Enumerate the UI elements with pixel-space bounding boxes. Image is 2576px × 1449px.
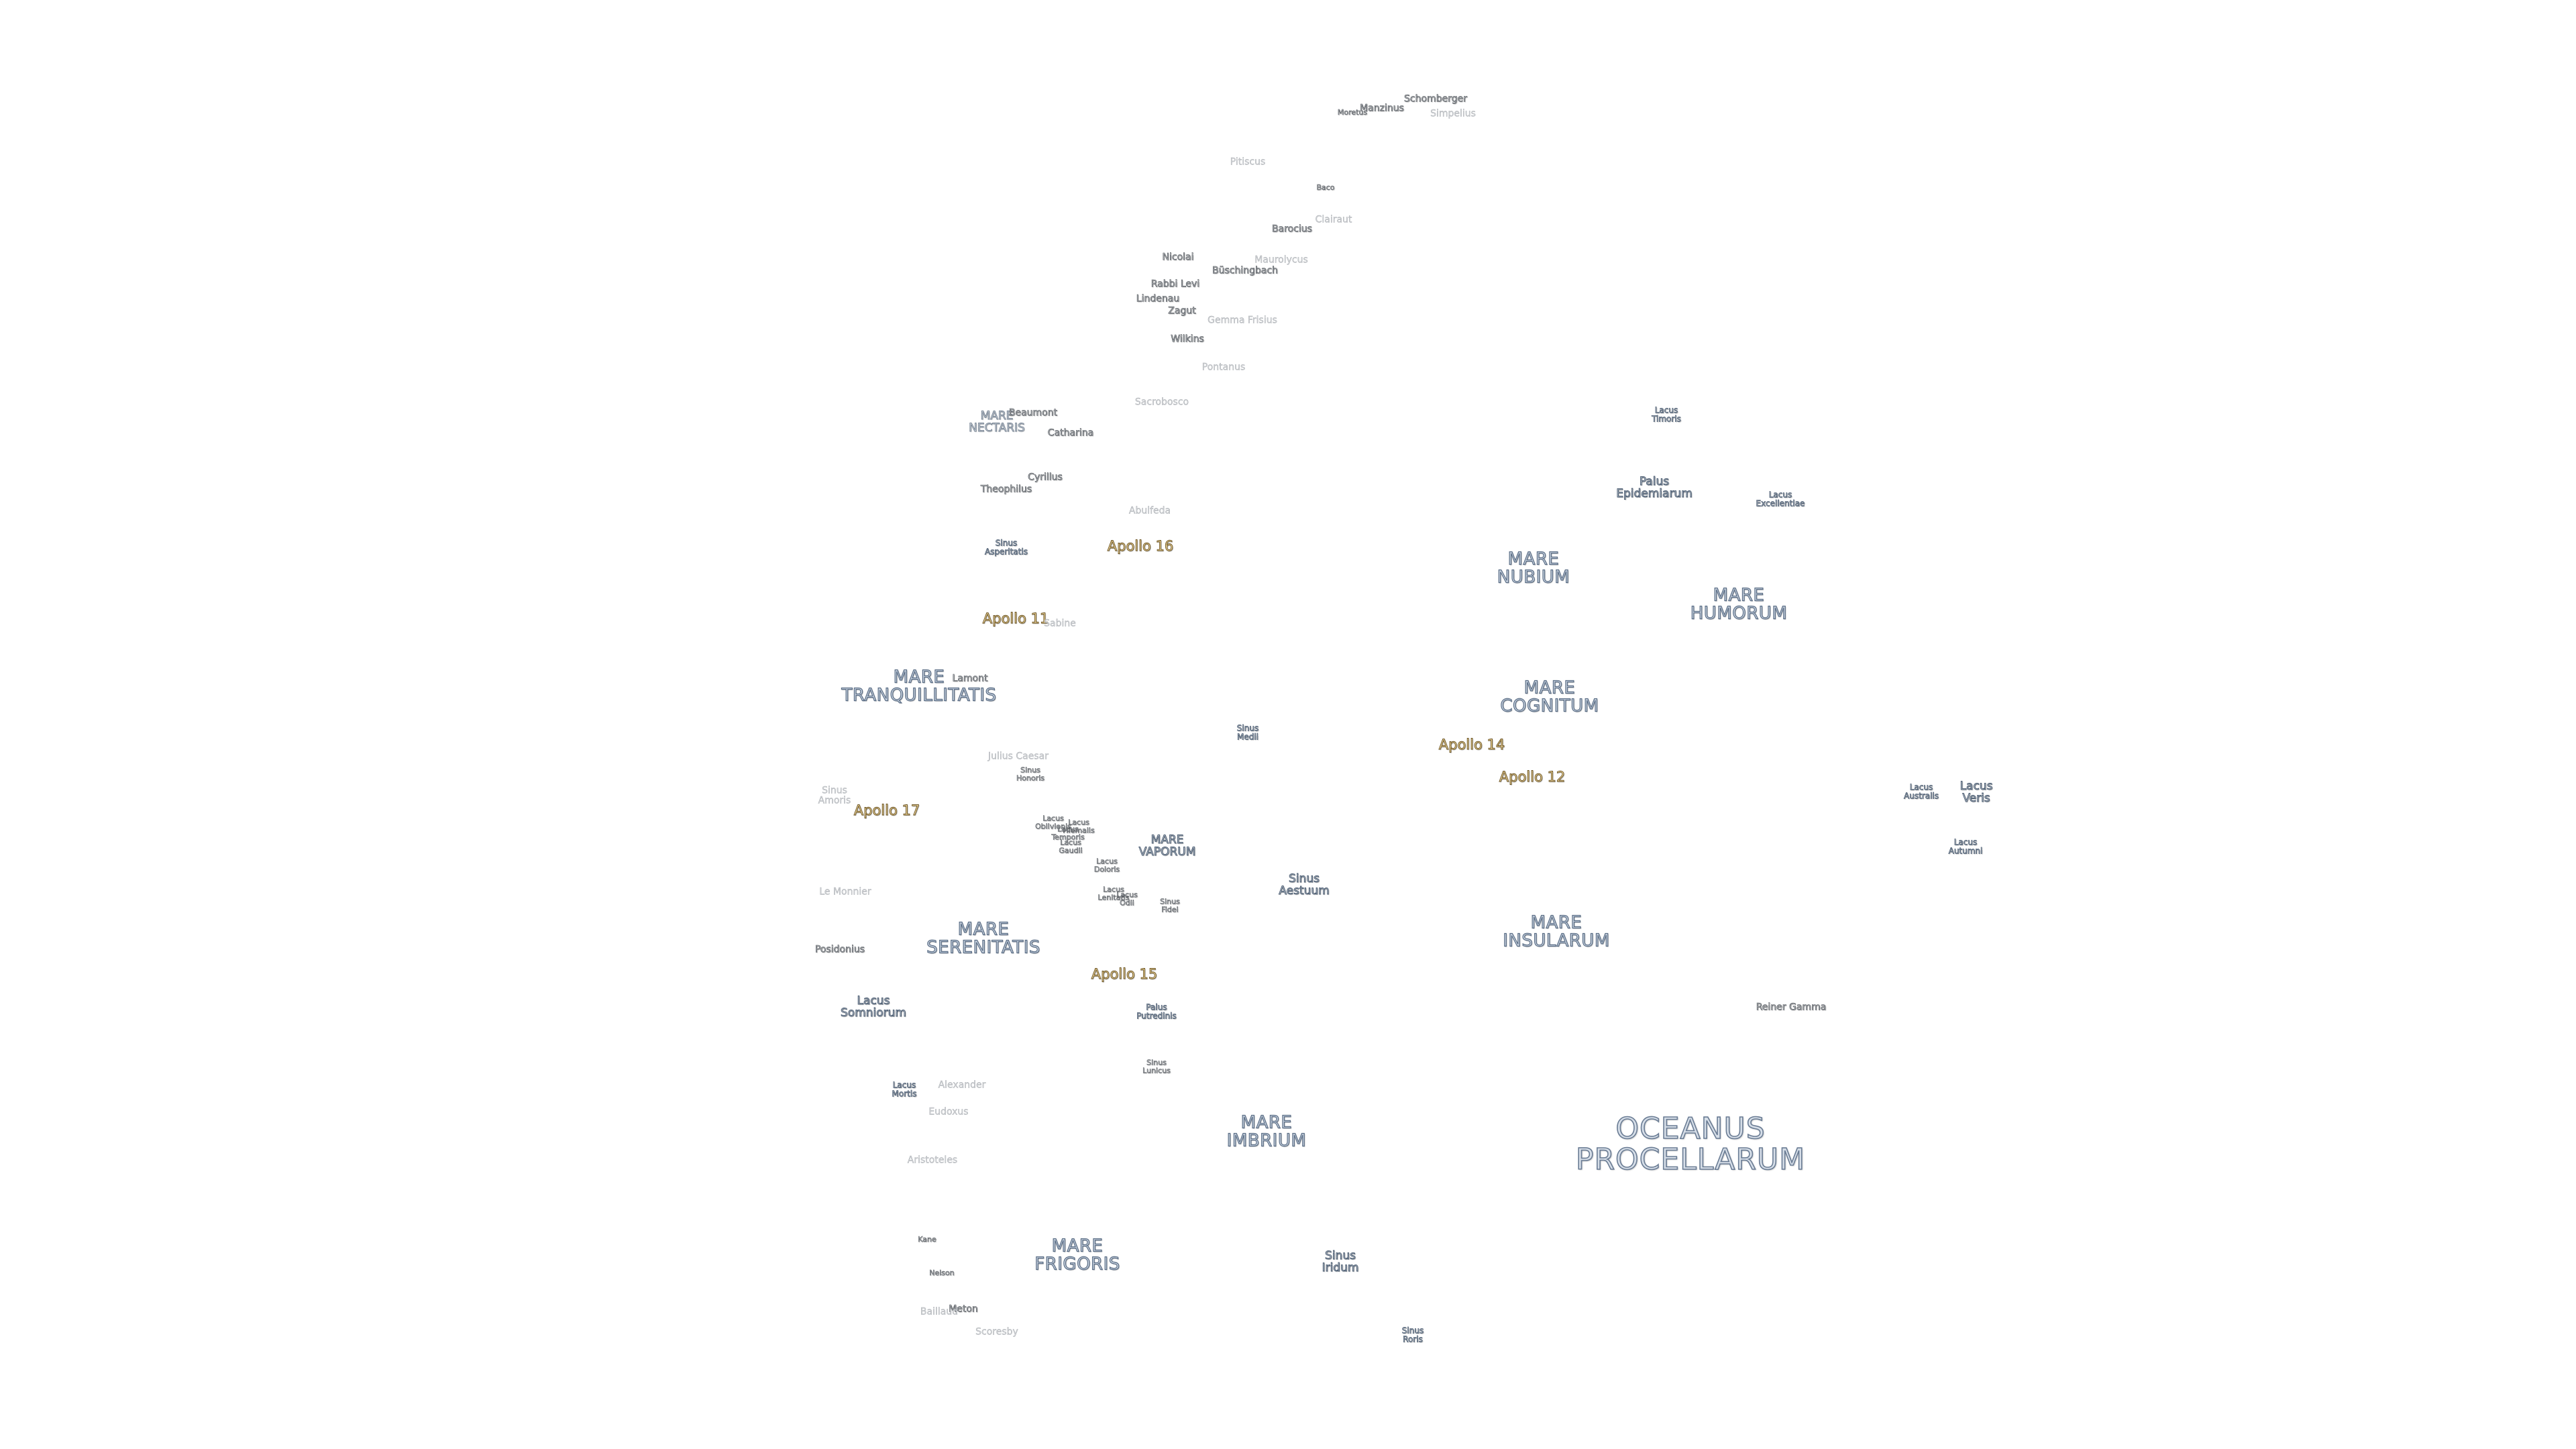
map-label-sinus-iridum: Sinus Iridum xyxy=(1322,1249,1359,1275)
map-label-sabine: Sabine xyxy=(1044,618,1076,629)
map-label-mare-frigoris: MARE FRIGORIS xyxy=(1034,1236,1120,1275)
map-label-clairaut: Clairaut xyxy=(1315,214,1352,225)
map-label-mare-imbrium: MARE IMBRIUM xyxy=(1226,1112,1307,1151)
map-label-apollo-12: Apollo 12 xyxy=(1499,768,1566,785)
map-label-apollo-14: Apollo 14 xyxy=(1438,736,1505,753)
map-label-lindenau: Lindenau xyxy=(1136,293,1180,305)
map-label-catharina: Catharina xyxy=(1047,427,1094,439)
map-label-apollo-11: Apollo 11 xyxy=(982,610,1049,627)
map-label-lacus-mortis: Lacus Mortis xyxy=(892,1080,917,1098)
map-label-apollo-16: Apollo 16 xyxy=(1107,537,1174,554)
map-label-lacus-australe: Lacus Australis xyxy=(1904,782,1939,800)
map-label-palus-epidemiarum: Palus Epidemiarum xyxy=(1616,475,1693,500)
map-label-mare-cognitum: MARE COGNITUM xyxy=(1500,678,1599,716)
map-label-sinus-aestuum: Sinus Aestuum xyxy=(1279,872,1330,898)
map-label-wilkins: Wilkins xyxy=(1171,333,1204,345)
map-label-lacus-autumni: Lacus Autumni xyxy=(1948,837,1983,855)
map-label-zagut: Zagut xyxy=(1168,305,1196,317)
map-label-maurolycus: Maurolycus xyxy=(1254,254,1308,266)
map-label-alexander: Alexander xyxy=(938,1079,986,1091)
map-label-gemma-frisius: Gemma Frisius xyxy=(1208,315,1277,326)
map-label-sinus-asperitatis: Sinus Asperitatis xyxy=(984,538,1028,556)
map-label-theophilus: Theophilus xyxy=(980,484,1032,495)
map-label-posidonius: Posidonius xyxy=(814,944,865,955)
map-label-lacus-veris: Lacus Veris xyxy=(1960,780,1993,805)
map-label-lacus-doloris: Lacus Doloris xyxy=(1093,857,1120,873)
map-label-neison: Neison xyxy=(929,1269,955,1278)
map-label-lacus-odii: Lacus Odii xyxy=(1116,890,1138,907)
map-label-pontanus: Pontanus xyxy=(1201,362,1246,373)
map-label-aristoteles: Aristoteles xyxy=(907,1155,958,1166)
map-label-nicolai: Nicolai xyxy=(1162,252,1194,263)
map-label-baco: Baco xyxy=(1316,183,1335,193)
map-label-buschingbach: Büschingbach xyxy=(1212,265,1279,276)
map-label-oceanus-procellarum: OCEANUS PROCELLARUM xyxy=(1575,1111,1806,1177)
map-label-lacus-temporis: Lacus Temporis xyxy=(1051,824,1085,841)
map-label-eudoxus: Eudoxus xyxy=(928,1106,969,1118)
map-label-beaumont: Beaumont xyxy=(1008,407,1058,419)
map-label-lacus-somniorum: Lacus Somniorum xyxy=(841,994,907,1020)
map-label-simpelius: Simpelius xyxy=(1430,108,1476,119)
map-label-scoresby: Scoresby xyxy=(975,1326,1018,1338)
map-label-sinus-fidei: Sinus Fidei xyxy=(1160,897,1180,914)
map-label-lacus-gaudii: Lacus Gaudii xyxy=(1059,838,1083,855)
map-label-mare-tranquillitatis: MARE TRANQUILLITATIS xyxy=(841,667,997,706)
map-label-mare-insularum: MARE INSULARUM xyxy=(1503,912,1610,951)
map-label-rabbi-levi: Rabbi Levi xyxy=(1150,278,1200,290)
map-label-apollo-15: Apollo 15 xyxy=(1091,965,1158,982)
map-label-schomberger: Schomberger xyxy=(1404,93,1468,105)
map-label-lacus-oblivionis: Lacus Oblivionis xyxy=(1035,814,1071,830)
map-label-lacus-excellentiae: Lacus Excellentiae xyxy=(1756,490,1805,508)
map-label-lamont: Lamont xyxy=(952,673,988,684)
map-label-sacrobosco: Sacrobosco xyxy=(1134,396,1189,408)
map-label-mare-humorum: MARE HUMORUM xyxy=(1690,585,1788,624)
map-label-lacus-timoris: Lacus Timoris xyxy=(1652,405,1682,423)
map-label-baillaud: Baillaud xyxy=(920,1306,959,1318)
map-label-kane: Kane xyxy=(918,1235,936,1244)
map-label-lacus-hiemalis: Lacus Hiemalis xyxy=(1063,818,1095,835)
map-label-moretus: Moretus xyxy=(1337,108,1368,117)
map-label-sinus-medii: Sinus Medii xyxy=(1236,723,1259,741)
map-label-le-monnier: Le Monnier xyxy=(819,886,871,898)
map-label-sinus-honoris: Sinus Honoris xyxy=(1016,765,1045,782)
map-label-sinus-amoris: Sinus Amoris xyxy=(818,785,851,806)
map-label-palus-putredinis: Palus Putredinis xyxy=(1136,1002,1177,1020)
map-label-julius-caesar: Julius Caesar xyxy=(988,751,1049,762)
map-label-manzinus: Manzinus xyxy=(1360,103,1404,114)
map-label-meton: Meton xyxy=(949,1303,978,1315)
map-label-lacus-lenitatis: Lacus Lenitatis xyxy=(1097,885,1130,902)
map-label-sinus-roris: Sinus Roris xyxy=(1401,1326,1424,1344)
map-label-barocius: Barocius xyxy=(1272,223,1313,235)
map-label-abulfeda: Abulfeda xyxy=(1128,505,1171,517)
map-label-sinus-lunicus: Sinus Lunicus xyxy=(1142,1058,1171,1075)
map-label-mare-nectaris: MARE NECTARIS xyxy=(969,409,1026,435)
map-label-apollo-17: Apollo 17 xyxy=(853,802,920,818)
map-label-mare-serenitatis: MARE SERENITATIS xyxy=(926,919,1040,958)
map-label-reiner-gamma: Reiner Gamma xyxy=(1756,1002,1827,1013)
map-label-mare-vaporum: MARE VAPORUM xyxy=(1138,833,1196,859)
map-label-pitiscus: Pitiscus xyxy=(1230,156,1266,168)
map-label-cyrillus: Cyrillus xyxy=(1028,472,1063,483)
map-label-mare-nubium: MARE NUBIUM xyxy=(1497,549,1570,588)
